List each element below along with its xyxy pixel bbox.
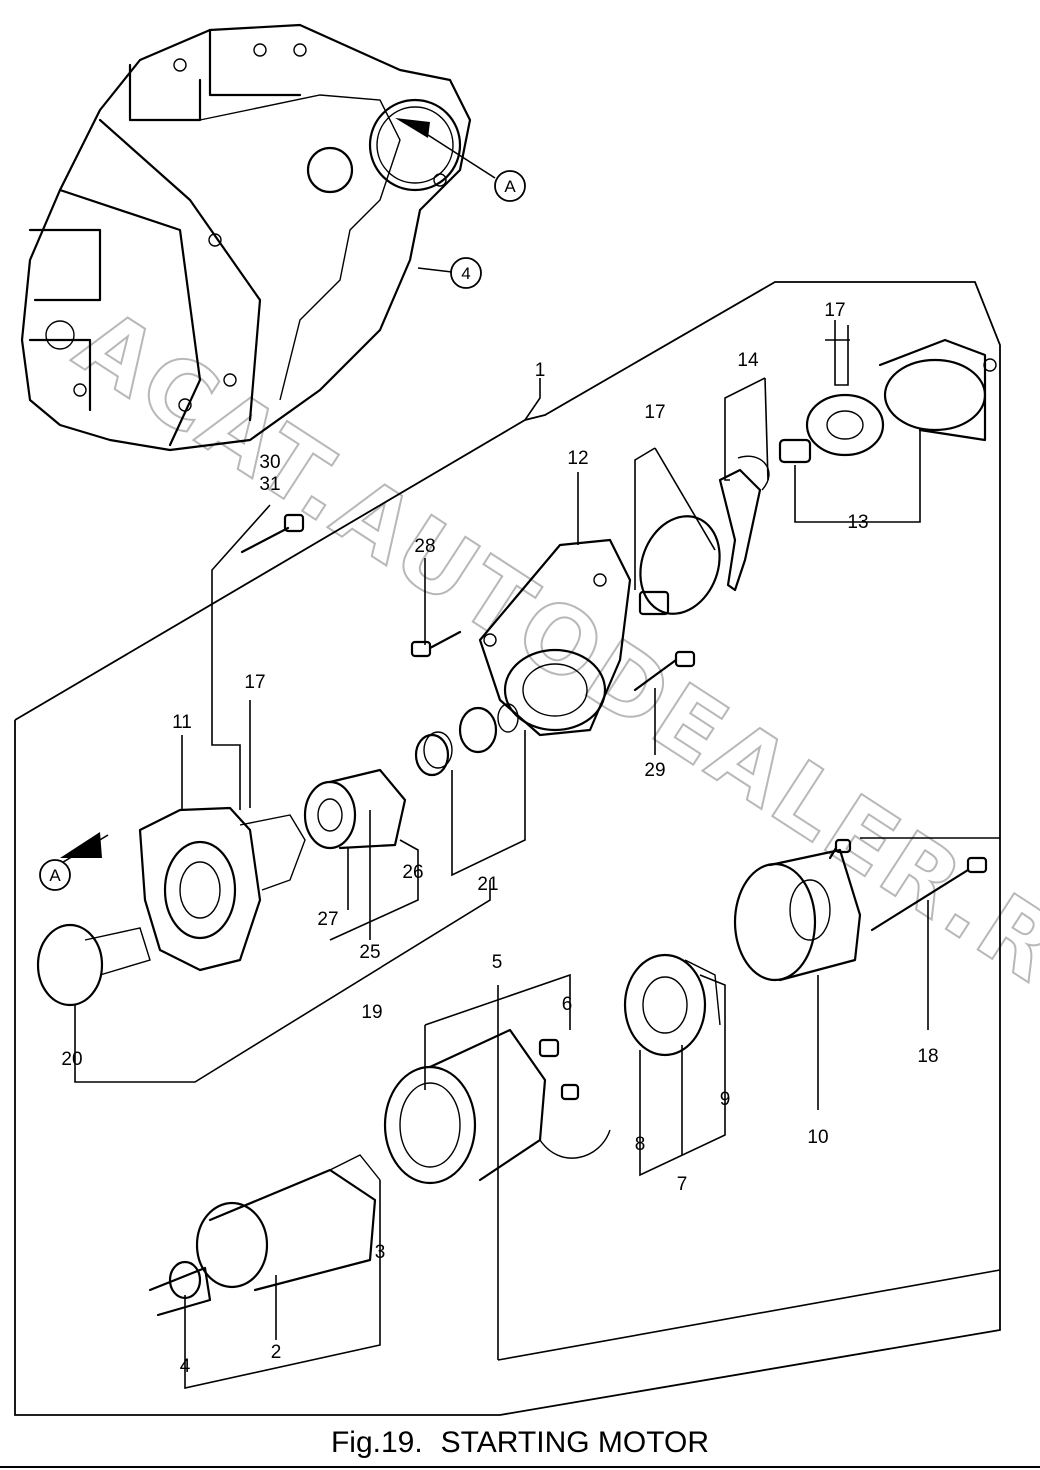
callout-13: 13 (847, 512, 868, 533)
callout-25: 25 (359, 942, 380, 963)
svg-text:4: 4 (461, 264, 470, 283)
overrunning-clutch (303, 768, 407, 850)
callout-5: 5 (492, 952, 503, 973)
figure-caption: Fig.19. STARTING MOTOR (0, 1426, 1040, 1460)
ref-mark-a-top: A (494, 170, 526, 202)
ref-mark-a-left: A (39, 832, 102, 891)
callout-19: 19 (361, 1002, 382, 1023)
callout-17-ring: 17 (644, 402, 665, 423)
callout-1: 1 (535, 360, 546, 381)
gear-housing (138, 806, 306, 972)
callout-31: 31 (259, 474, 280, 495)
callout-4: 4 (180, 1356, 191, 1377)
bolt-28 (410, 630, 462, 658)
callout-27: 27 (317, 909, 338, 930)
yoke (383, 1028, 611, 1185)
callout-21: 21 (477, 874, 498, 895)
bolt-29 (633, 650, 696, 692)
callout-10: 10 (807, 1127, 828, 1148)
rear-cover (733, 848, 862, 982)
callout-29: 29 (644, 760, 665, 781)
callout-12: 12 (567, 448, 588, 469)
callout-18: 18 (917, 1046, 938, 1067)
callout-17-solenoid: 17 (824, 300, 845, 321)
o-ring (638, 515, 721, 616)
bolt-30 (240, 513, 305, 554)
solenoid-switch (778, 338, 997, 464)
watermark: ACAT.AUTODEALER.RU (58, 289, 1040, 1047)
callout-26: 26 (402, 862, 423, 883)
pinion-shaft (36, 923, 151, 1007)
callout-8: 8 (635, 1134, 646, 1155)
callout-28: 28 (414, 536, 435, 557)
callout-17-housing: 17 (244, 672, 265, 693)
callout-2: 2 (271, 1342, 282, 1363)
callout-20: 20 (61, 1049, 82, 1070)
screw-10 (828, 838, 852, 860)
callout-9: 9 (720, 1089, 731, 1110)
figure-number: Fig.19. (330, 1426, 423, 1459)
callout-3: 3 (375, 1242, 386, 1263)
armature (148, 1154, 381, 1317)
callout-30: 30 (259, 452, 280, 473)
spring-ring-set (414, 703, 519, 777)
callout-labels: 1 2 3 4 5 6 7 8 9 10 11 12 13 14 17 17 1… (61, 300, 938, 1377)
flywheel-housing (20, 23, 472, 452)
svg-text:A: A (49, 866, 61, 885)
page-bottom-rule (0, 1466, 1040, 1468)
ref-mark-4-top: 4 (450, 257, 482, 289)
shift-lever (718, 455, 770, 592)
brush-holder (623, 953, 721, 1057)
bolt-18 (870, 856, 988, 932)
callout-7: 7 (677, 1174, 688, 1195)
figure-title: STARTING MOTOR (440, 1426, 710, 1459)
callout-14: 14 (737, 350, 759, 371)
drive-housing (478, 538, 632, 737)
assembly-frame (14, 281, 1001, 1416)
callout-6: 6 (562, 994, 573, 1015)
leader-lines (49, 134, 1001, 1389)
callout-11: 11 (172, 712, 192, 733)
svg-text:A: A (504, 177, 516, 196)
